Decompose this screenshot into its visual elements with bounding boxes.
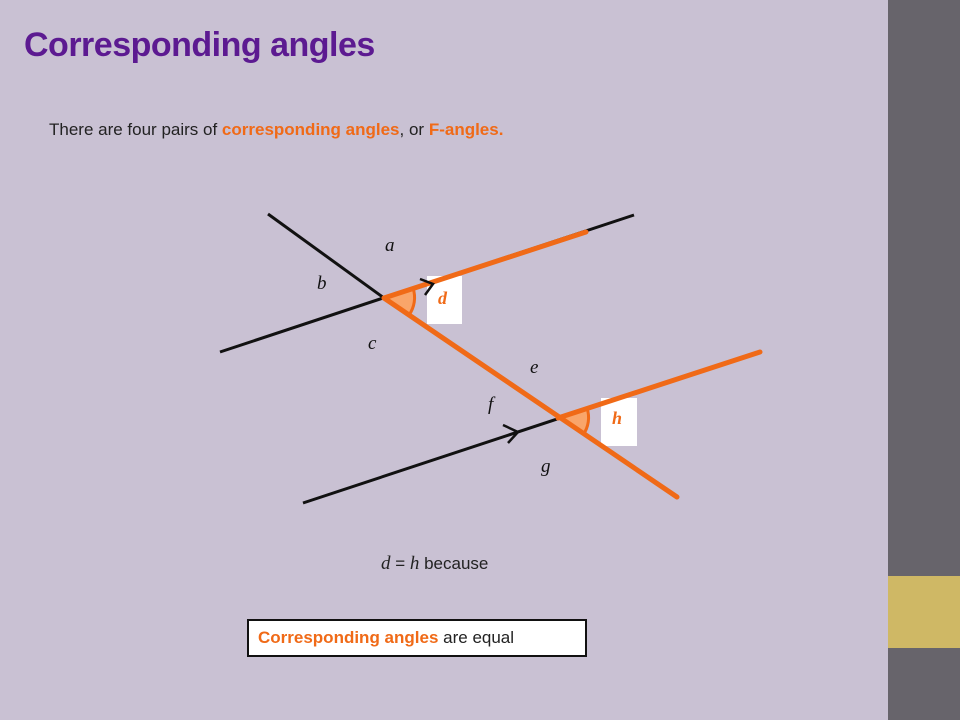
angle-h-sector: [558, 408, 589, 435]
intro-middle: , or: [399, 120, 429, 139]
reason-var-h: h: [409, 553, 420, 574]
transversal-line: [267, 212, 385, 300]
angle-label-d: d: [438, 288, 448, 308]
reason-equals: =: [390, 554, 410, 573]
intro-highlight-corresponding: corresponding angles: [221, 120, 400, 139]
angle-h-arc: [581, 407, 591, 436]
answer-box: Corresponding angles are equal: [247, 619, 587, 657]
reason-var-d: d: [381, 553, 391, 574]
answer-highlight: Corresponding angles: [258, 628, 439, 647]
orange-lower-segment: [555, 349, 763, 421]
answer-rest: are equal: [438, 628, 515, 647]
intro-prefix: There are four pairs of: [49, 120, 222, 139]
sidebar-accent-block: [888, 576, 960, 648]
reason-text: d = h because: [381, 553, 488, 575]
angle-label-c: c: [368, 333, 377, 354]
label-h-background: [601, 398, 637, 446]
intro-text: There are four pairs of corresponding an…: [49, 120, 503, 140]
angle-label-e: e: [530, 357, 538, 378]
angle-d-sector: [384, 288, 415, 315]
reason-suffix: because: [419, 554, 489, 573]
parallel-arrow-lower-icon: [502, 423, 521, 444]
intro-highlight-f-angles: F-angles.: [428, 120, 504, 139]
angle-d-arc: [407, 287, 417, 316]
angle-label-g: g: [541, 456, 551, 477]
angle-label-f: f: [488, 394, 496, 415]
orange-upper-segment: [381, 229, 589, 301]
orange-transversal-segment: [381, 295, 680, 500]
angle-diagram: a b c d e f g h: [219, 212, 763, 505]
angle-label-h: h: [612, 408, 622, 428]
parallel-arrow-upper-icon: [419, 277, 435, 296]
angle-label-a: a: [385, 235, 395, 256]
angle-label-b: b: [317, 273, 327, 294]
page-title: Corresponding angles: [24, 26, 375, 64]
